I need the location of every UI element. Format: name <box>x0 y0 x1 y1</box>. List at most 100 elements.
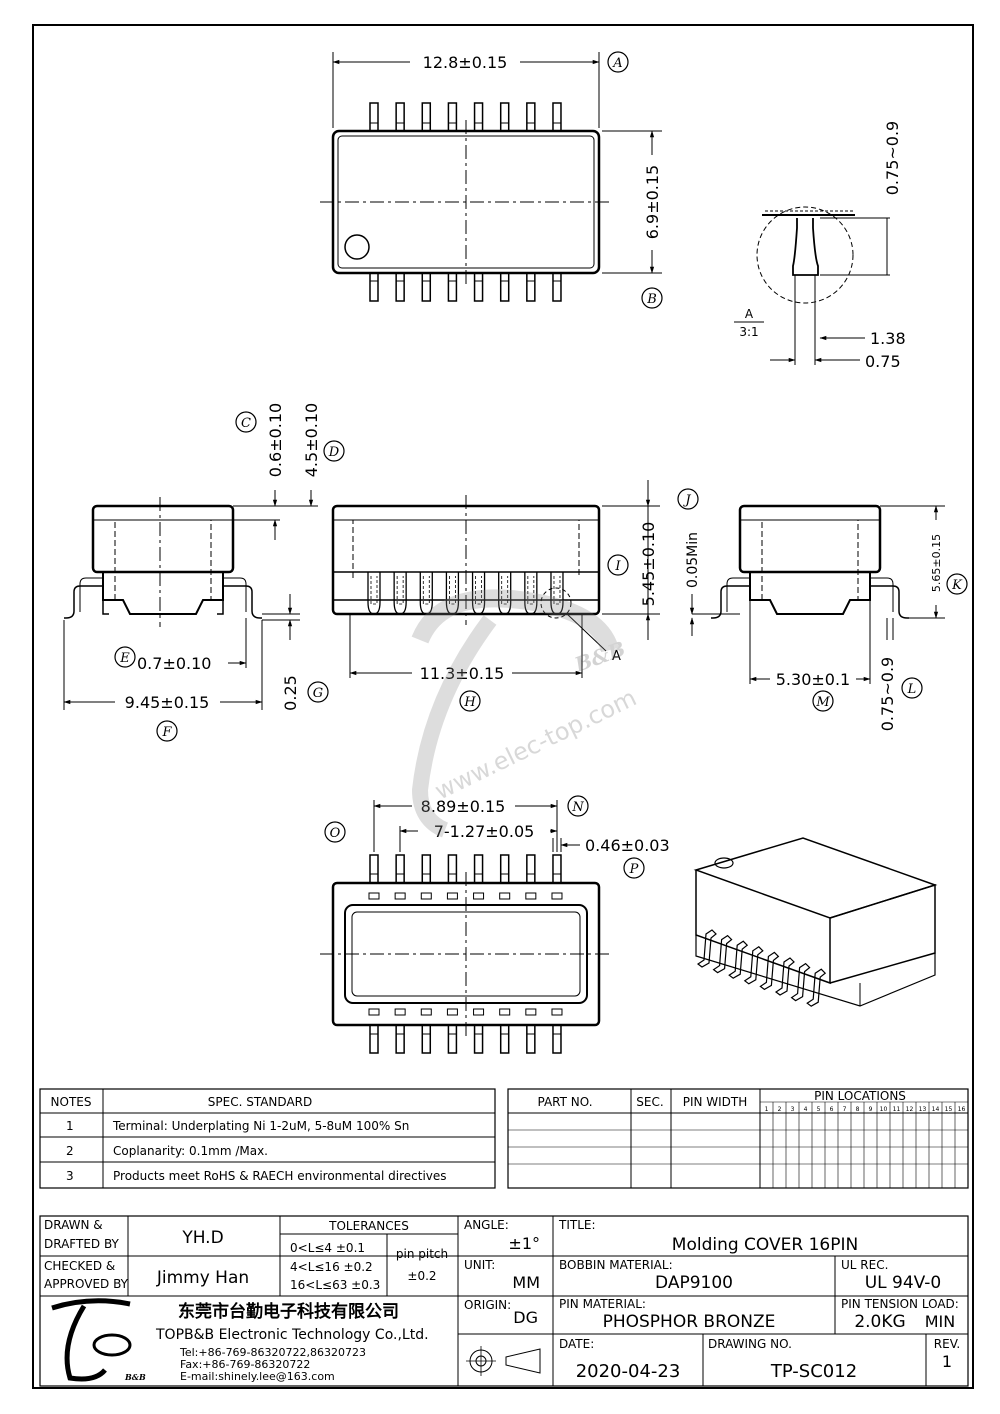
dimension-marker-letter: P <box>629 862 639 877</box>
pin-location-number: 6 <box>830 1106 834 1113</box>
note-num: 3 <box>66 1169 74 1183</box>
drawing-no-value: TP-SC012 <box>770 1361 857 1382</box>
pin-lead <box>395 854 405 884</box>
pin-location-number: 8 <box>856 1106 860 1113</box>
pin-lead <box>499 102 510 132</box>
dimension-marker-letter: I <box>614 559 621 574</box>
pin-lead <box>473 102 484 132</box>
drawn-by-value: YH.D <box>181 1228 223 1248</box>
pad <box>394 1008 406 1016</box>
top-view: 12.8±0.15 6.9±0.15 <box>320 52 662 302</box>
pin1-marker <box>344 234 370 260</box>
pin-lead <box>395 272 405 302</box>
rev-value: 1 <box>942 1352 952 1371</box>
dimension-marker <box>946 573 968 595</box>
pad <box>525 1008 537 1016</box>
drawn-by-label: DRAFTED BY <box>44 1237 120 1251</box>
dim-A-value: 12.8±0.15 <box>423 53 508 72</box>
pin-lead <box>395 102 405 132</box>
pin-lead <box>421 1024 432 1054</box>
pin-locations-header: PIN LOCATIONS <box>814 1089 906 1103</box>
pin-lead <box>552 1024 562 1054</box>
pin-tension-label: PIN TENSION LOAD: <box>841 1297 959 1311</box>
pad <box>368 1008 380 1016</box>
dim-D-value: 4.5±0.10 <box>302 403 321 477</box>
pin-location-number: 10 <box>880 1106 888 1113</box>
dimension-marker-letter: K <box>951 578 963 593</box>
unit-label: UNIT: <box>464 1258 495 1272</box>
dimension-marker-letter: L <box>907 682 917 697</box>
pad <box>394 892 406 900</box>
origin-value: DG <box>513 1308 538 1327</box>
dimension-marker <box>607 554 629 576</box>
dimension-marker <box>623 857 645 879</box>
pin-location-number: 16 <box>958 1106 966 1113</box>
pin-material-value: PHOSPHOR BRONZE <box>603 1312 776 1332</box>
detail-scale-ratio: 3:1 <box>739 325 758 339</box>
dimension-marker <box>901 677 923 699</box>
pad <box>473 1008 485 1016</box>
logo-sub-text: B&B <box>124 1372 146 1382</box>
company-english-name: TOPB&B Electronic Technology Co.,Ltd. <box>155 1327 429 1343</box>
tolerances-header: TOLERANCES <box>328 1219 409 1233</box>
pin-lead <box>499 854 510 884</box>
pad <box>525 892 537 900</box>
pin-lead <box>367 572 381 615</box>
pin-lead <box>447 272 458 302</box>
date-label: DATE: <box>559 1337 594 1351</box>
dim-B-value: 6.9±0.15 <box>643 165 662 239</box>
pin-location-number: 5 <box>817 1106 821 1113</box>
pin-lead <box>552 272 562 302</box>
pin-pitch-label: pin pitch <box>396 1247 448 1261</box>
note-text: Terminal: Underplating Ni 1-2uM, 5-8uM 1… <box>112 1119 409 1133</box>
dim-K-value: 5.65±0.15 <box>930 534 943 592</box>
dim-C-value: 0.6±0.10 <box>266 403 285 477</box>
spec-header: SPEC. STANDARD <box>208 1095 312 1109</box>
dimension-marker-letter: E <box>119 651 130 666</box>
dimension-marker-letter: M <box>815 695 830 710</box>
pad <box>499 892 511 900</box>
pin-lead <box>421 272 432 302</box>
dimension-marker <box>607 51 629 73</box>
dimension-marker-letter: J <box>682 493 691 508</box>
detail-075-value: 0.75 <box>865 352 901 371</box>
pin-lead <box>759 951 780 991</box>
dim-P-value: 0.46±0.03 <box>585 836 670 855</box>
pin-lead <box>552 102 562 132</box>
pin-location-number: 4 <box>804 1106 808 1113</box>
note-num: 2 <box>66 1144 74 1158</box>
pin-location-number: 15 <box>945 1106 953 1113</box>
drawing-no-label: DRAWING NO. <box>708 1337 792 1351</box>
title-label: TITLE: <box>558 1218 596 1232</box>
watermark: B&B www.elec-top.com <box>411 589 641 838</box>
dimension-marker <box>324 821 346 843</box>
tolerance-row: 0<L≤4 ±0.1 <box>290 1241 365 1255</box>
dim-G-value: 0.25 <box>281 675 300 711</box>
dimension-marker <box>307 681 329 703</box>
tolerance-row: 16<L≤63 ±0.3 <box>290 1278 380 1292</box>
dim-O-value: 7-1.27±0.05 <box>434 822 535 841</box>
pin-tension-unit: MIN <box>925 1312 956 1331</box>
dimension-marker-letter: B <box>646 292 657 307</box>
detail-scale-label: A <box>745 307 754 321</box>
dimension-marker-letter: C <box>241 416 251 431</box>
pin-lead <box>499 1024 510 1054</box>
dimension-marker-letter: O <box>330 826 341 841</box>
pin-lead <box>395 1024 405 1054</box>
pin-lead <box>499 272 510 302</box>
detail-a-view: 0.75~0.9 1.38 0.75 A 3:1 <box>734 121 906 371</box>
pin-lead <box>473 1024 484 1054</box>
dimension-marker-letter: A <box>612 56 622 71</box>
dimension-marker <box>459 690 481 712</box>
pin-lead <box>369 102 379 132</box>
checked-by-label: CHECKED & <box>44 1259 115 1273</box>
dimension-marker <box>114 646 136 668</box>
pad <box>446 1008 458 1016</box>
title-value: Molding COVER 16PIN <box>672 1235 858 1255</box>
date-value: 2020-04-23 <box>576 1361 681 1382</box>
notes-table: NOTES SPEC. STANDARD 1 Terminal: Underpl… <box>39 1088 496 1189</box>
dim-N-value: 8.89±0.15 <box>421 797 506 816</box>
left-side-view: 0.6±0.10 4.5±0.10 0.25 0.7±0.10 9.45±0.1… <box>63 403 321 712</box>
pin-location-number: 1 <box>765 1106 769 1113</box>
